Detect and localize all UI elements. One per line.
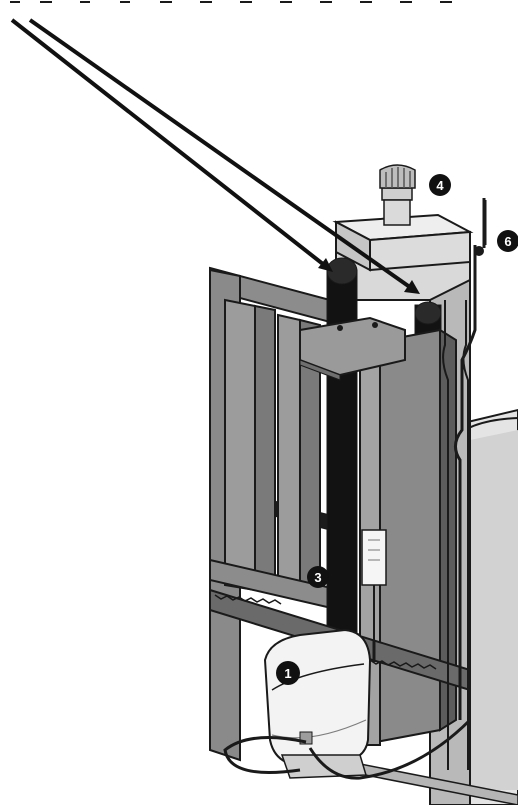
gate-motor-unit (263, 628, 372, 779)
callout-6: 6 (497, 230, 518, 252)
callout-1: 1 (276, 661, 300, 685)
callout-3: 3 (307, 566, 329, 588)
cable-trunking (442, 300, 469, 770)
photocell-unit (361, 529, 387, 640)
mounting-bracket (299, 316, 406, 381)
callout-4: 4 (429, 174, 451, 196)
callout-6-label: 6 (504, 234, 511, 249)
antenna (474, 198, 486, 256)
pointer-arrows (10, 18, 420, 294)
gate-frame (209, 268, 341, 762)
callout-3-label: 3 (314, 570, 321, 585)
flashing-light (379, 164, 416, 226)
callout-4-label: 4 (436, 178, 444, 193)
callout-1-label: 1 (284, 666, 291, 681)
